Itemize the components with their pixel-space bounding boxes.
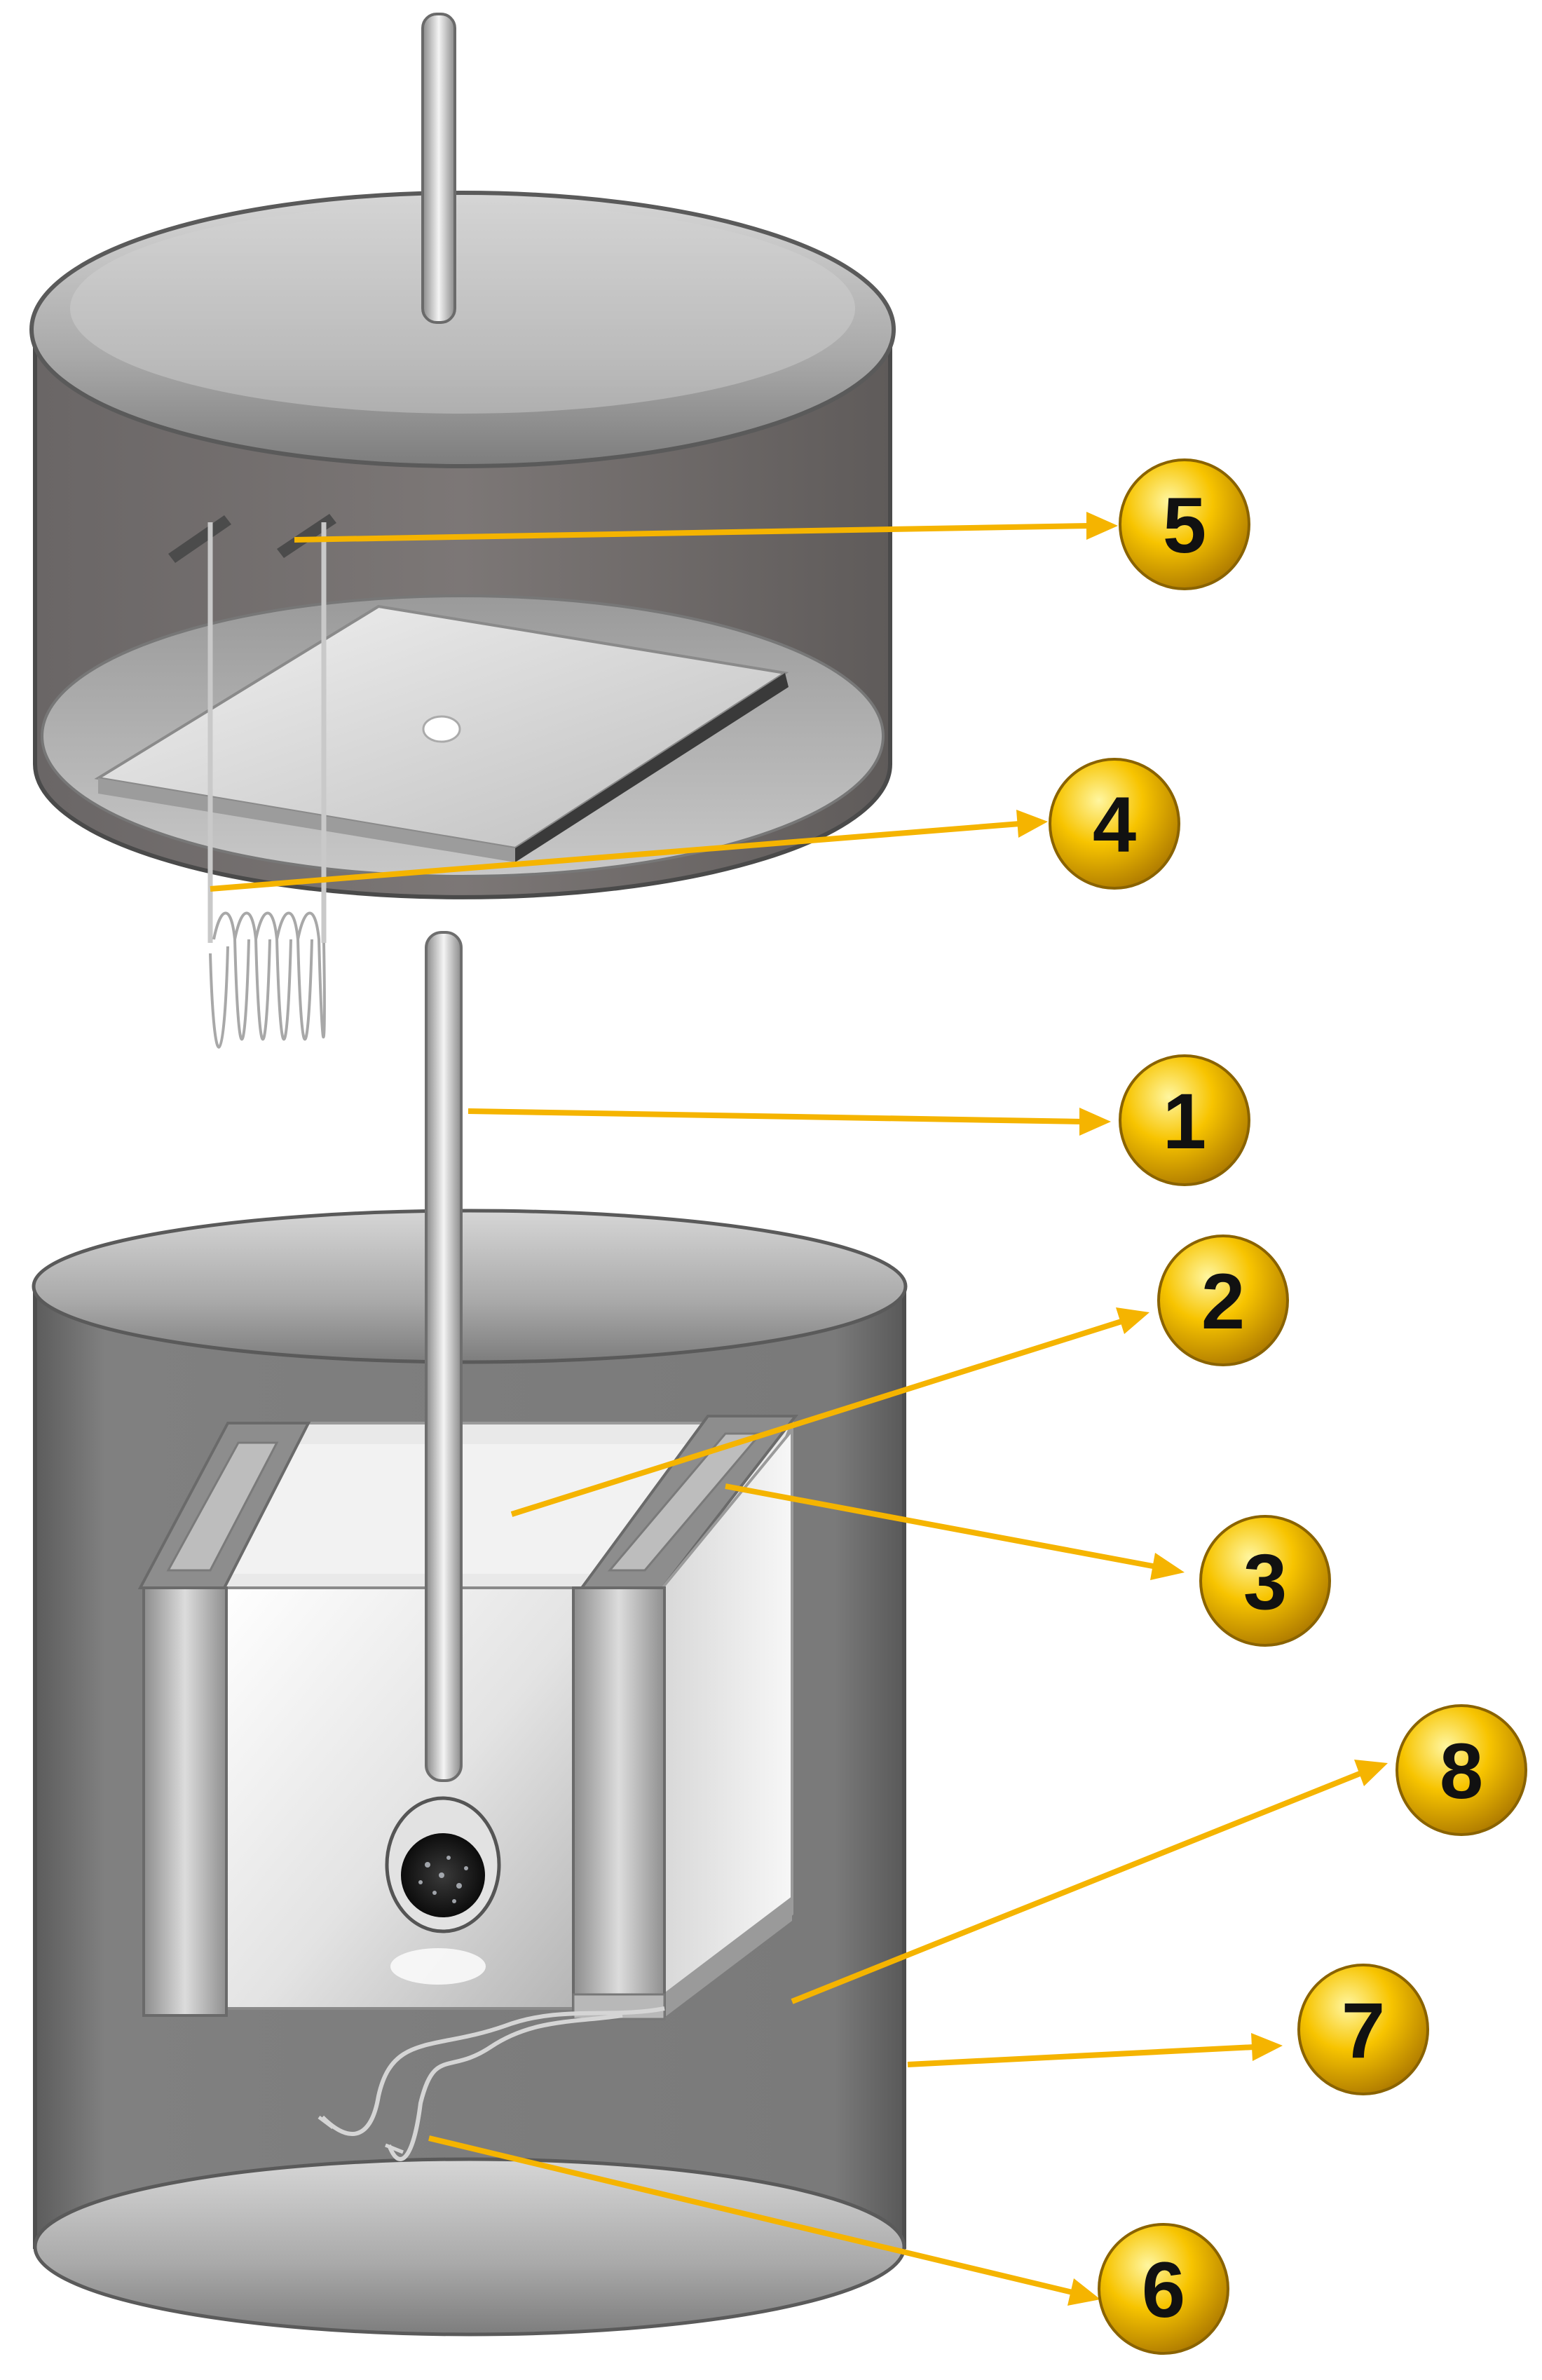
callout-2-label: 2 [1201, 1258, 1245, 1345]
arrow-7 [907, 2044, 1255, 2067]
lower-housing-top [32, 1209, 908, 1364]
furnace-box [137, 1415, 799, 2020]
arrow-1 [468, 1108, 1084, 1124]
arrow-2 [510, 1319, 1123, 1517]
arrow-8 [791, 1771, 1361, 2004]
callout-6-label: 6 [1142, 2246, 1185, 2334]
callout-1-label: 1 [1163, 1077, 1206, 1165]
callout-5: 5 [1119, 458, 1250, 590]
callout-6: 6 [1098, 2223, 1229, 2355]
callout-2: 2 [1157, 1235, 1289, 1366]
lower-housing-base [33, 2157, 906, 2337]
arrow-4 [210, 821, 1021, 892]
pillar-left [142, 1586, 228, 2017]
callout-8: 8 [1396, 1704, 1527, 1836]
square-plate [94, 604, 789, 862]
upper-chamber [29, 13, 896, 1049]
callout-1: 1 [1119, 1054, 1250, 1186]
pillar-right [572, 1586, 666, 2017]
sample-tube [385, 931, 501, 1933]
lower-housing [32, 931, 908, 2337]
sample-reflection [390, 1948, 486, 1985]
callout-5-label: 5 [1163, 482, 1206, 569]
callout-7: 7 [1297, 1964, 1429, 2095]
plate-hole [422, 715, 461, 743]
upper-rod [421, 13, 456, 324]
arrow-6 [428, 2135, 1073, 2295]
arrow-3 [725, 1483, 1157, 1570]
callout-3-label: 3 [1243, 1538, 1287, 1626]
furnace-front [221, 1586, 575, 2010]
arrow-5 [294, 523, 1091, 543]
heater-coil [209, 911, 326, 1049]
leader-arrows [210, 512, 1388, 2306]
callout-7-label: 7 [1342, 1987, 1385, 2074]
callout-4-label: 4 [1093, 781, 1136, 869]
upper-chamber-lid [29, 191, 896, 468]
callout-8-label: 8 [1440, 1727, 1483, 1815]
callout-4: 4 [1049, 758, 1180, 890]
thermocouple-wires [318, 2006, 665, 2161]
callouts: 5 4 1 2 3 8 7 6 [1049, 458, 1527, 2355]
electrode-tab-left [168, 515, 231, 563]
callout-3: 3 [1199, 1515, 1331, 1647]
